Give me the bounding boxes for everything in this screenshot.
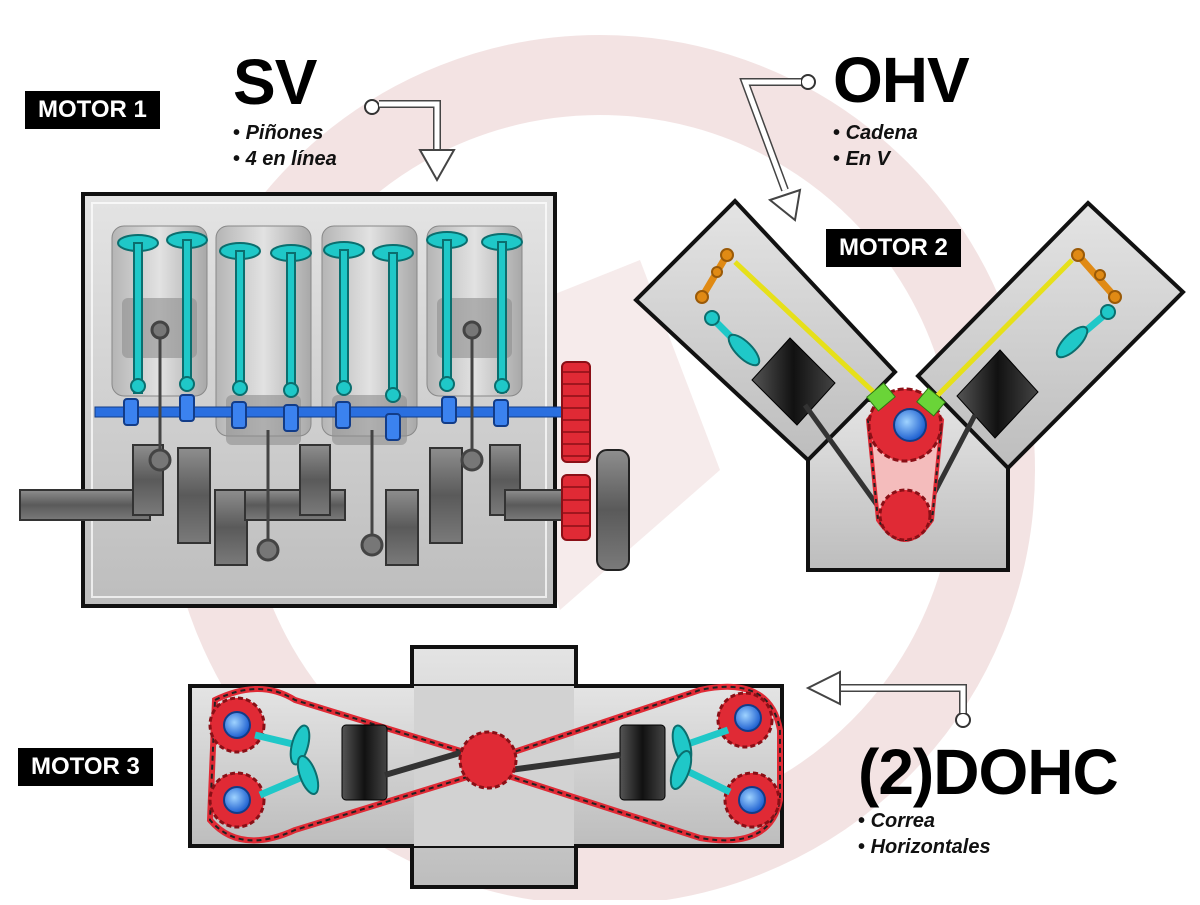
- engine-3-valves: [254, 724, 732, 799]
- engine-1-illustration: [19, 192, 630, 608]
- engine-2-left-bank: [633, 198, 898, 463]
- motor-3-feature: Correa: [858, 808, 991, 834]
- arrow-ohv: [739, 74, 816, 222]
- engine-3-crank-gear: [458, 730, 518, 790]
- motor-2-title: OHV: [833, 44, 970, 116]
- engine-1-rods: [148, 320, 484, 562]
- motor-2-feature: En V: [833, 146, 918, 172]
- arrow-sv: [364, 99, 456, 183]
- motor-1-label: MOTOR 1: [25, 91, 160, 129]
- motor-2-feature: Cadena: [833, 120, 918, 146]
- motor-3-label: MOTOR 3: [18, 748, 153, 786]
- engine-2-valves: [704, 304, 1116, 367]
- engine-1-valves: [117, 231, 523, 403]
- engine-1-timing-gears: [561, 361, 630, 571]
- arrow-dohc: [805, 670, 971, 728]
- motor-2-features: Cadena En V: [833, 120, 918, 172]
- engine-3-pistons: [341, 724, 666, 801]
- engine-3-rods: [384, 747, 621, 778]
- motor-3-feature: Horizontales: [858, 834, 991, 860]
- motor-3-features: Correa Horizontales: [858, 808, 991, 860]
- engine-2-illustration: [633, 198, 1186, 572]
- engine-3-illustration: [188, 645, 784, 889]
- engine-2-pistons: [751, 337, 1039, 439]
- engine-2-rockers: [695, 248, 1122, 304]
- engine-2-pushrods: [733, 258, 1074, 400]
- motor-1-features: Piñones 4 en línea: [233, 120, 337, 172]
- motor-3-title: (2)DOHC: [858, 736, 1119, 808]
- motor-1-title: SV: [233, 46, 317, 118]
- motor-1-feature: 4 en línea: [233, 146, 337, 172]
- motor-1-feature: Piñones: [233, 120, 337, 146]
- engine-1-camshaft: [94, 394, 566, 441]
- motor-2-label: MOTOR 2: [826, 229, 961, 267]
- pointer-arrows: [364, 74, 971, 728]
- engine-1-crankshaft: [19, 444, 576, 566]
- engine-3-cam-gears: [208, 691, 781, 829]
- engine-2-chain-drive: [865, 382, 946, 542]
